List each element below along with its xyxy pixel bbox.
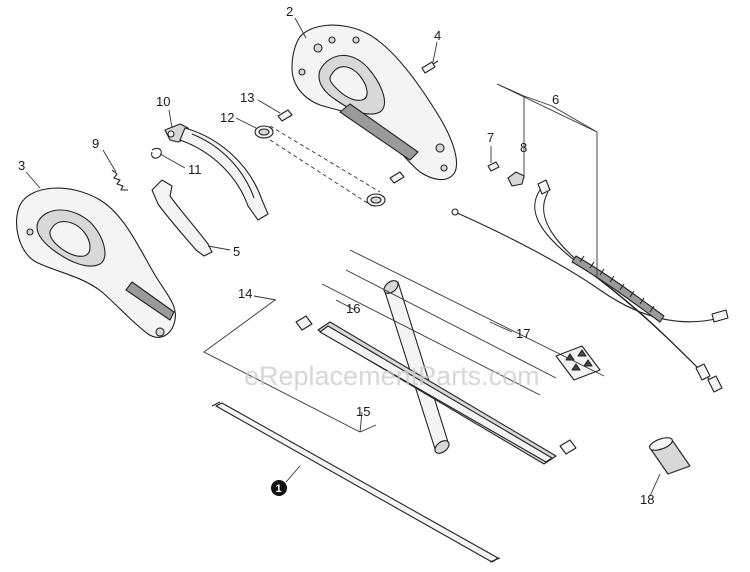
callout-18: 18 xyxy=(640,492,654,507)
part-3-handle-lower-half xyxy=(16,187,176,338)
callout-badge-1: 1 xyxy=(271,480,287,496)
callout-3: 3 xyxy=(18,158,25,173)
callout-7: 7 xyxy=(487,130,494,145)
part-7-screw xyxy=(487,161,500,172)
part-5-throttle-lever xyxy=(151,179,213,257)
clamp-dashed-line-2 xyxy=(269,139,373,207)
callout-10: 10 xyxy=(156,94,170,109)
part-8-nut xyxy=(507,171,525,187)
callout-8: 8 xyxy=(520,140,527,155)
svg-text:1: 1 xyxy=(276,483,282,495)
part-13-screw xyxy=(277,109,293,122)
part-6-cable-assembly xyxy=(451,179,729,393)
callout-2: 2 xyxy=(286,4,293,19)
part-clip-upper xyxy=(295,315,313,331)
part-9-spring xyxy=(111,169,128,191)
part-spring-pin xyxy=(151,147,162,159)
callout-13: 13 xyxy=(240,90,254,105)
callout-11: 11 xyxy=(188,162,202,177)
clamp-dashed-line-1 xyxy=(269,125,381,193)
callout-6: 6 xyxy=(552,92,559,107)
part-12-clamp-lower xyxy=(366,193,386,207)
leader-lines xyxy=(25,17,661,497)
group-bracket-14 xyxy=(203,249,605,433)
part-screw-lower xyxy=(389,171,405,184)
callout-5: 5 xyxy=(233,244,240,259)
part-2-handle-upper-half xyxy=(291,24,458,181)
part-4-screw xyxy=(421,60,439,74)
callout-16: 16 xyxy=(346,301,360,316)
part-12-clamp-upper xyxy=(254,125,274,139)
callout-9: 9 xyxy=(92,136,99,151)
watermark-text: eReplacementParts.com xyxy=(244,361,540,391)
part-18-coupler xyxy=(649,437,691,475)
part-16-liner xyxy=(317,321,557,465)
callout-15: 15 xyxy=(356,404,370,419)
part-clip-lower xyxy=(559,439,577,455)
part-1-drive-shaft xyxy=(211,401,501,563)
callout-17: 17 xyxy=(516,326,530,341)
part-11-throttle-trigger xyxy=(179,127,269,221)
callout-4: 4 xyxy=(434,28,441,43)
callout-14: 14 xyxy=(238,286,252,301)
callout-12: 12 xyxy=(220,110,234,125)
